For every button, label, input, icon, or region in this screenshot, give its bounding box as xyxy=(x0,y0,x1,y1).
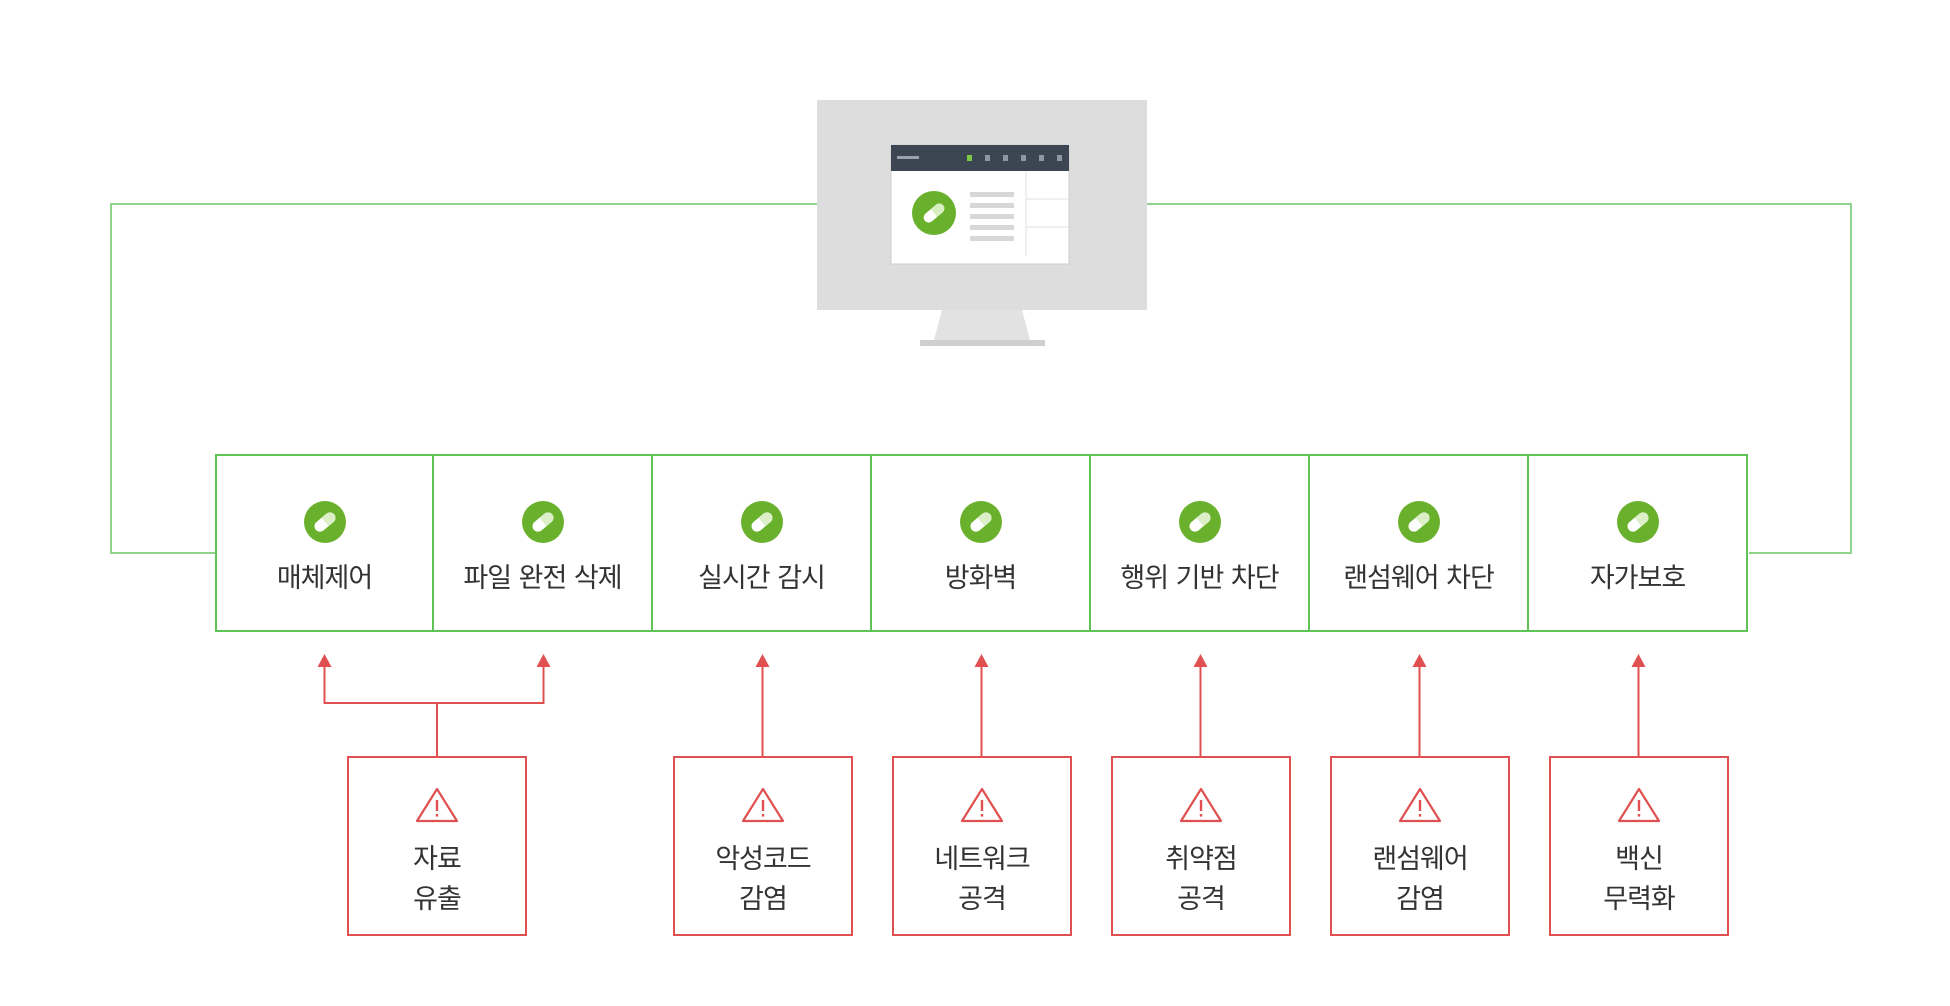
threat-label-line1: 네트워크 xyxy=(934,844,1030,875)
pill-icon xyxy=(1397,501,1440,543)
threat-label-line2: 감염 xyxy=(739,884,788,915)
threat-label-line2: 공격 xyxy=(1177,884,1226,915)
screen-header-menu-icons xyxy=(967,155,1062,161)
green-connector-lines xyxy=(110,203,1852,554)
feature-box: 랜섬웨어 차단 xyxy=(1310,454,1529,632)
arrow-head xyxy=(1631,654,1646,667)
arrow-head xyxy=(755,654,770,667)
pill-icon xyxy=(1616,501,1659,543)
warning-icon xyxy=(415,787,459,823)
screen-content-lines xyxy=(970,192,1014,241)
feature-label: 실시간 감시 xyxy=(698,563,826,594)
threat-label-line1: 악성코드 xyxy=(715,844,811,875)
warning-icon xyxy=(960,787,1004,823)
feature-label: 방화벽 xyxy=(944,563,1018,594)
threat-label-line1: 자료 xyxy=(413,844,462,875)
feature-box: 파일 완전 삭제 xyxy=(434,454,653,632)
arrow-head xyxy=(317,654,332,667)
feature-box: 행위 기반 차단 xyxy=(1091,454,1310,632)
computer-monitor-icon xyxy=(817,100,1147,346)
screen-header-logo xyxy=(897,156,919,159)
feature-box: 매체제어 xyxy=(215,454,434,632)
feature-label: 랜섬웨어 차단 xyxy=(1343,563,1495,594)
arrow-head xyxy=(974,654,989,667)
warning-icon xyxy=(1398,787,1442,823)
threat-label-line2: 유출 xyxy=(413,884,462,915)
left-connector-line xyxy=(110,203,817,554)
feature-label: 파일 완전 삭제 xyxy=(463,563,622,594)
warning-icon xyxy=(741,787,785,823)
pill-icon xyxy=(303,501,346,543)
threat-label-line1: 랜섬웨어 xyxy=(1372,844,1468,875)
arrow-branch xyxy=(323,667,545,704)
feature-label: 매체제어 xyxy=(276,563,373,594)
feature-box: 자가보호 xyxy=(1529,454,1748,632)
arrow-head xyxy=(1193,654,1208,667)
monitor-stand-base xyxy=(920,340,1045,346)
right-connector-line xyxy=(1146,203,1852,554)
feature-box: 실시간 감시 xyxy=(653,454,872,632)
arrow-head xyxy=(1412,654,1427,667)
feature-label: 행위 기반 차단 xyxy=(1120,563,1279,594)
warning-icon xyxy=(1179,787,1223,823)
threat-arrows xyxy=(317,654,1646,756)
screen-pill-icon xyxy=(912,191,956,235)
threat-label-line2: 공격 xyxy=(958,884,1007,915)
pill-icon xyxy=(521,501,564,543)
monitor-stand-neck xyxy=(934,310,1030,340)
feature-box: 방화벽 xyxy=(872,454,1091,632)
warning-icon xyxy=(1617,787,1661,823)
pill-icon xyxy=(1178,501,1221,543)
threat-label-line1: 취약점 xyxy=(1165,844,1238,875)
threat-label-line2: 무력화 xyxy=(1603,884,1676,915)
arrow-head xyxy=(536,654,551,667)
pill-icon xyxy=(740,501,783,543)
threat-label-line2: 감염 xyxy=(1396,884,1445,915)
feature-label: 자가보호 xyxy=(1589,563,1686,594)
threat-label-line1: 백신 xyxy=(1615,844,1664,875)
pill-icon xyxy=(959,501,1002,543)
